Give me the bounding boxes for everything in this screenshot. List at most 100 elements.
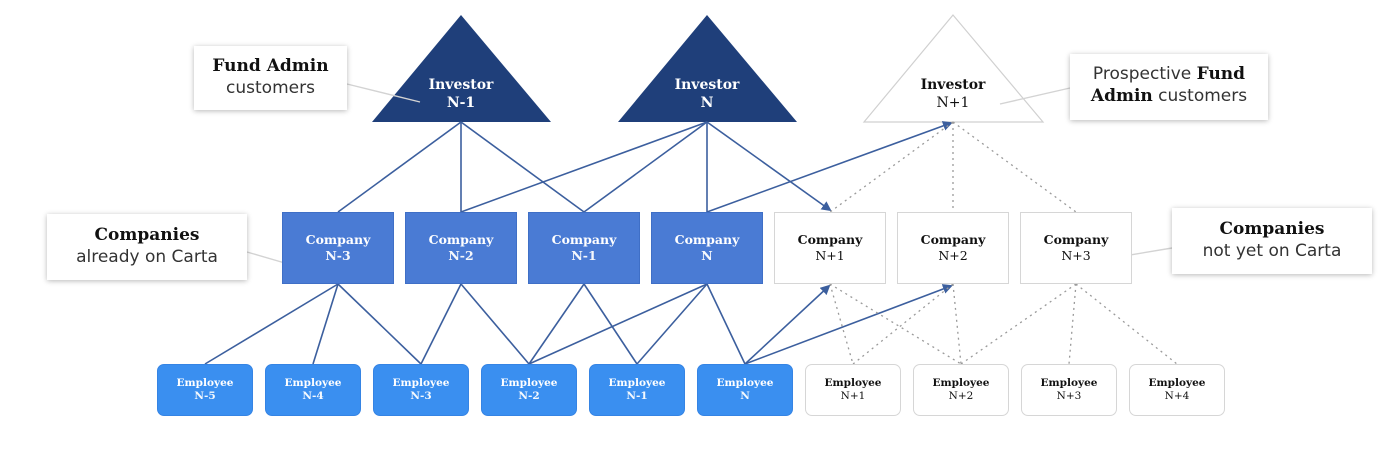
edge-company-n-to-emp-n bbox=[706, 283, 746, 365]
dotted-inv-n+1-to-company-n+3 bbox=[952, 121, 1077, 213]
employee-title: Employee bbox=[932, 376, 990, 389]
dotted-company-n+3-to-emp-n+4 bbox=[1075, 283, 1178, 365]
investor-triangle-n-1 bbox=[372, 15, 551, 122]
employee-sub: N+4 bbox=[1164, 390, 1190, 402]
employee-title: Employee bbox=[716, 376, 774, 389]
dotted-company-n+1-to-emp-n+2 bbox=[829, 283, 962, 365]
employee-title: Employee bbox=[176, 376, 234, 389]
investor-label-n: Investor N bbox=[637, 76, 777, 112]
callout-line-1: Prospective Fund bbox=[1070, 63, 1268, 85]
employee-node-n+1: Employee N+1 bbox=[805, 364, 901, 416]
edge-company-n-3-to-emp-n-5 bbox=[204, 283, 339, 365]
employee-title: Employee bbox=[824, 376, 882, 389]
company-node-n-2: Company N-2 bbox=[405, 212, 517, 284]
investor-triangle-n bbox=[618, 15, 797, 122]
callout-line-2: Admin customers bbox=[1070, 85, 1268, 107]
callout-light: customers bbox=[1152, 86, 1248, 107]
investor-title: Investor bbox=[674, 77, 740, 93]
callout-strong: Fund bbox=[1196, 64, 1246, 84]
employee-title: Employee bbox=[392, 376, 450, 389]
company-sub: N+3 bbox=[1061, 248, 1091, 263]
employee-title: Employee bbox=[1148, 376, 1206, 389]
edge-company-n-3-to-emp-n-4 bbox=[312, 283, 339, 365]
company-sub: N+1 bbox=[815, 248, 845, 263]
employee-sub: N+1 bbox=[840, 390, 866, 402]
employee-node-n+3: Employee N+3 bbox=[1021, 364, 1117, 416]
employee-title: Employee bbox=[608, 376, 666, 389]
employee-title: Employee bbox=[500, 376, 558, 389]
company-title: Company bbox=[1043, 232, 1109, 248]
dotted-company-n+2-to-emp-n+2 bbox=[952, 283, 962, 365]
employee-sub: N-2 bbox=[518, 390, 540, 402]
investor-sub: N+1 bbox=[936, 95, 970, 112]
callout-pointer-prospective bbox=[999, 87, 1071, 105]
company-node-n+1: Company N+1 bbox=[774, 212, 886, 284]
employee-sub: N+2 bbox=[948, 390, 974, 402]
employee-sub: N-4 bbox=[302, 390, 324, 402]
company-title: Company bbox=[674, 232, 740, 248]
callout-strong: Companies bbox=[1219, 219, 1325, 239]
employee-title: Employee bbox=[284, 376, 342, 389]
company-title: Company bbox=[797, 232, 863, 248]
investor-sub: N bbox=[700, 95, 714, 112]
company-node-n-3: Company N-3 bbox=[282, 212, 394, 284]
edge-company-n-1-to-emp-n-1 bbox=[583, 283, 638, 365]
edge-company-n-to-inv-n+1 bbox=[706, 121, 953, 213]
callout-strong: Admin bbox=[1090, 86, 1153, 107]
company-node-n+3: Company N+3 bbox=[1020, 212, 1132, 284]
edge-company-n-to-emp-n-2 bbox=[528, 283, 708, 365]
employee-node-n-3: Employee N-3 bbox=[373, 364, 469, 416]
company-sub: N bbox=[701, 248, 713, 263]
company-node-n: Company N bbox=[651, 212, 763, 284]
company-sub: N-3 bbox=[325, 248, 351, 263]
callout-light: already on Carta bbox=[76, 247, 218, 268]
dotted-company-n+3-to-emp-n+3 bbox=[1068, 283, 1077, 365]
edge-company-n-to-emp-n-1 bbox=[636, 283, 708, 365]
dotted-company-n+3-to-emp-n+2 bbox=[960, 283, 1077, 365]
company-node-n-1: Company N-1 bbox=[528, 212, 640, 284]
edge-inv-n-to-company-n-2 bbox=[460, 121, 708, 213]
employee-title: Employee bbox=[1040, 376, 1098, 389]
company-employee-edges bbox=[204, 283, 953, 365]
company-sub: N-1 bbox=[571, 248, 597, 263]
edge-company-n-2-to-emp-n-3 bbox=[420, 283, 462, 365]
callout-strong: Companies bbox=[94, 225, 200, 245]
employee-sub: N-1 bbox=[626, 390, 648, 402]
prospective-company-edges bbox=[829, 283, 1178, 365]
employee-node-n: Employee N bbox=[697, 364, 793, 416]
callout-companies-on-carta: Companies already on Carta bbox=[47, 214, 247, 280]
prospective-investor-edges bbox=[829, 121, 1077, 213]
investor-title: Investor bbox=[428, 77, 494, 93]
callout-light: Prospective bbox=[1092, 64, 1197, 84]
edge-emp-n-to-company-n+1 bbox=[744, 284, 831, 365]
employee-node-n-4: Employee N-4 bbox=[265, 364, 361, 416]
investor-sub: N-1 bbox=[446, 95, 476, 112]
callout-companies-not-on-carta: Companies not yet on Carta bbox=[1172, 208, 1372, 274]
edge-company-n-2-to-emp-n-2 bbox=[460, 283, 530, 365]
company-title: Company bbox=[305, 232, 371, 248]
company-title: Company bbox=[551, 232, 617, 248]
callout-strong: Fund Admin bbox=[212, 56, 329, 76]
callout-pointer-fund-admin bbox=[346, 83, 421, 103]
employee-sub: N-3 bbox=[410, 390, 432, 402]
employee-node-n-1: Employee N-1 bbox=[589, 364, 685, 416]
employee-node-n+4: Employee N+4 bbox=[1129, 364, 1225, 416]
dotted-inv-n+1-to-company-n+1 bbox=[829, 121, 954, 213]
company-sub: N-2 bbox=[448, 248, 474, 263]
company-node-n+2: Company N+2 bbox=[897, 212, 1009, 284]
edge-inv-n-to-company-n-1 bbox=[583, 121, 708, 213]
investor-label-n-1: Investor N-1 bbox=[391, 76, 531, 112]
callout-light: not yet on Carta bbox=[1202, 241, 1342, 262]
employee-sub: N+3 bbox=[1056, 390, 1082, 402]
callout-prospective: Prospective Fund Admin customers bbox=[1070, 54, 1268, 120]
dotted-company-n+2-to-emp-n+1 bbox=[852, 283, 954, 365]
employee-node-n-5: Employee N-5 bbox=[157, 364, 253, 416]
edge-inv-n-1-to-company-n-3 bbox=[337, 121, 462, 213]
investor-title: Investor bbox=[920, 77, 986, 93]
employee-node-n+2: Employee N+2 bbox=[913, 364, 1009, 416]
edge-inv-n-to-company-n+1 bbox=[706, 121, 832, 212]
edge-emp-n-to-company-n+2 bbox=[744, 284, 953, 365]
dotted-company-n+1-to-emp-n+1 bbox=[829, 283, 854, 365]
company-title: Company bbox=[920, 232, 986, 248]
